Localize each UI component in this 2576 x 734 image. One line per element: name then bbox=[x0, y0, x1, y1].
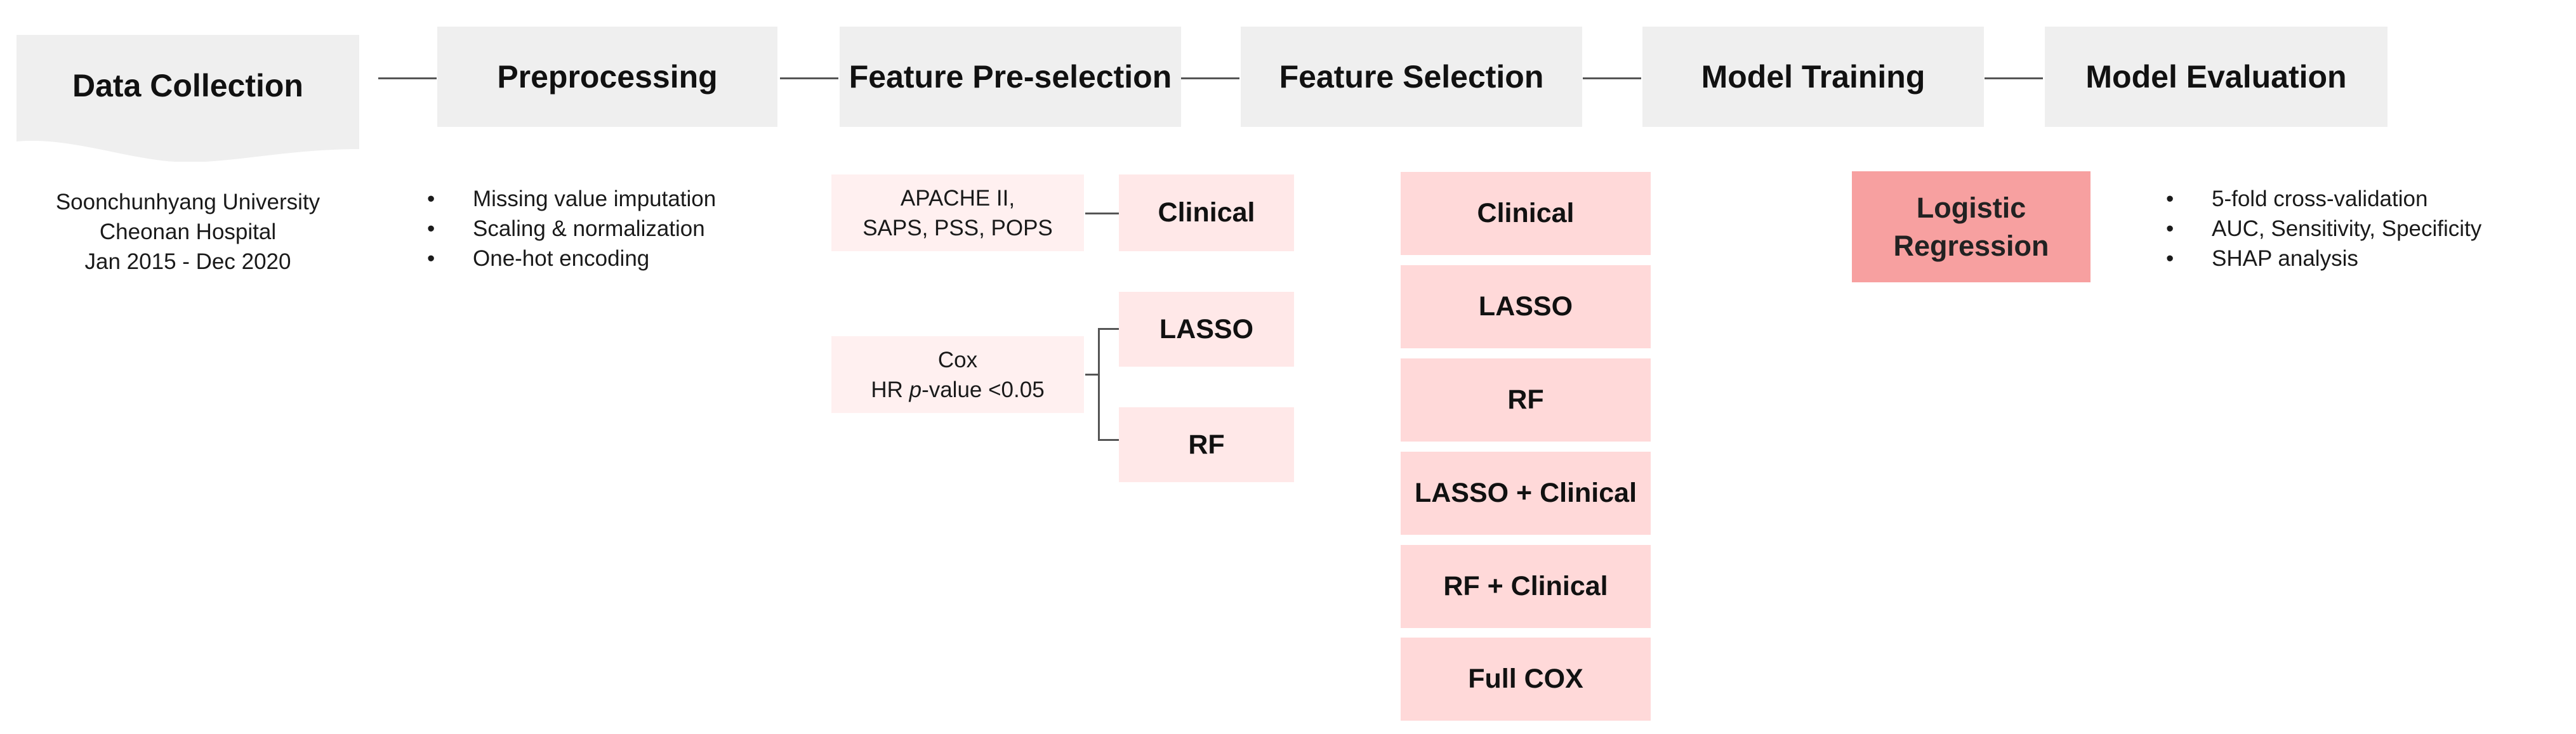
cox-filter-box: Cox HR p-value <0.05 bbox=[831, 336, 1084, 413]
cox-p-symbol: p bbox=[909, 377, 922, 402]
list-item: Missing value imputation bbox=[427, 184, 783, 214]
feature-set-label: Clinical bbox=[1477, 198, 1575, 228]
evaluation-list: 5-fold cross-validation AUC, Sensitivity… bbox=[2166, 184, 2559, 273]
feature-set-label: LASSO bbox=[1478, 291, 1573, 322]
stage-data-collection: Data Collection bbox=[17, 35, 359, 162]
preselect-rf-label: RF bbox=[1188, 429, 1225, 460]
cox-hr-suffix: -value <0.05 bbox=[921, 377, 1045, 402]
clinical-scores-box: APACHE II, SAPS, PSS, POPS bbox=[831, 174, 1084, 251]
stage-label-model-training: Model Training bbox=[1701, 59, 1925, 95]
feature-set-lasso-clinical: LASSO + Clinical bbox=[1401, 452, 1651, 535]
data-source-line-1: Soonchunhyang University bbox=[55, 190, 320, 214]
connector-cox-branch bbox=[1098, 328, 1100, 440]
feature-set-lasso: LASSO bbox=[1401, 265, 1651, 348]
stage-label-feature-selection: Feature Selection bbox=[1279, 59, 1544, 95]
data-period-line: Jan 2015 - Dec 2020 bbox=[84, 249, 291, 274]
stage-label-preprocessing: Preprocessing bbox=[497, 59, 718, 95]
connector-cox-lasso bbox=[1098, 328, 1119, 330]
stage-feature-selection: Feature Selection bbox=[1241, 27, 1582, 127]
preselect-rf-box: RF bbox=[1119, 407, 1294, 482]
connector-1 bbox=[378, 77, 437, 79]
stage-label-data-collection: Data Collection bbox=[72, 68, 303, 103]
list-item: SHAP analysis bbox=[2166, 244, 2559, 273]
model-label-line-1: Logistic bbox=[1916, 191, 2026, 224]
connector-cox-stem bbox=[1085, 374, 1098, 376]
stage-label-model-evaluation: Model Evaluation bbox=[2085, 59, 2347, 95]
connector-scores-clinical bbox=[1085, 213, 1119, 214]
feature-set-label: Full COX bbox=[1468, 664, 1583, 694]
model-label-line-2: Regression bbox=[1893, 229, 2049, 262]
list-item: 5-fold cross-validation bbox=[2166, 184, 2559, 214]
preselect-lasso-label: LASSO bbox=[1159, 313, 1254, 344]
list-item: Scaling & normalization bbox=[427, 214, 783, 244]
connector-2 bbox=[780, 77, 838, 79]
preprocessing-list: Missing value imputation Scaling & norma… bbox=[427, 184, 783, 273]
stage-model-evaluation: Model Evaluation bbox=[2045, 27, 2388, 127]
preselect-lasso-box: LASSO bbox=[1119, 292, 1294, 367]
feature-set-clinical: Clinical bbox=[1401, 172, 1651, 255]
cox-hr-prefix: HR bbox=[871, 377, 909, 402]
clinical-scores-line-2: SAPS, PSS, POPS bbox=[862, 215, 1053, 240]
feature-set-rf: RF bbox=[1401, 358, 1651, 442]
feature-set-label: RF bbox=[1507, 384, 1544, 415]
cox-label: Cox bbox=[937, 347, 978, 372]
stage-label-feature-preselection: Feature Pre-selection bbox=[849, 59, 1172, 95]
stage-model-training: Model Training bbox=[1642, 27, 1984, 127]
stage-preprocessing: Preprocessing bbox=[437, 27, 777, 127]
feature-set-rf-clinical: RF + Clinical bbox=[1401, 545, 1651, 628]
list-item: One-hot encoding bbox=[427, 244, 783, 273]
connector-5 bbox=[1985, 77, 2043, 79]
clinical-scores-line-1: APACHE II, bbox=[900, 185, 1015, 211]
connector-4 bbox=[1583, 77, 1641, 79]
logistic-regression-box: Logistic Regression bbox=[1852, 171, 2091, 282]
feature-set-label: LASSO + Clinical bbox=[1414, 478, 1637, 508]
connector-3 bbox=[1181, 77, 1239, 79]
connector-cox-rf bbox=[1098, 439, 1119, 441]
data-source-line-2: Cheonan Hospital bbox=[99, 220, 277, 244]
stage-feature-preselection: Feature Pre-selection bbox=[840, 27, 1181, 127]
document-shape bbox=[17, 35, 359, 162]
feature-set-label: RF + Clinical bbox=[1443, 571, 1608, 601]
data-collection-details: Soonchunhyang University Cheonan Hospita… bbox=[17, 187, 359, 277]
preselect-clinical-label: Clinical bbox=[1158, 197, 1255, 228]
list-item: AUC, Sensitivity, Specificity bbox=[2166, 214, 2559, 244]
feature-set-full-cox: Full COX bbox=[1401, 638, 1651, 721]
preselect-clinical-box: Clinical bbox=[1119, 174, 1294, 251]
cox-hr-line: HR p-value <0.05 bbox=[871, 375, 1044, 405]
